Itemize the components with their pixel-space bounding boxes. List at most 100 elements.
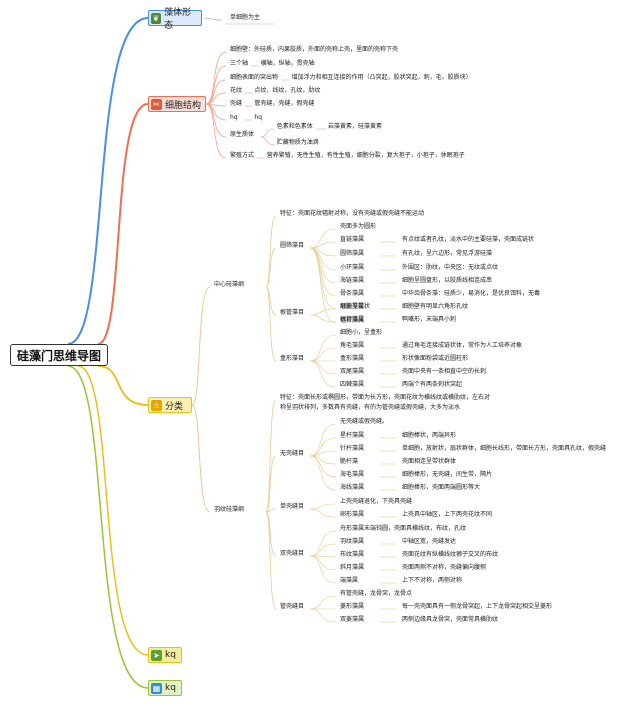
- genus-item[interactable]: 脆杆藻: [340, 458, 359, 465]
- genus-detail[interactable]: 鸭嘴形，末端具小刺: [402, 316, 457, 323]
- order-label[interactable]: 无壳缝目: [280, 450, 305, 457]
- order-label[interactable]: 管壳缝目: [280, 603, 305, 610]
- order-label[interactable]: 单壳缝目: [280, 503, 305, 510]
- genus-detail[interactable]: 外围区：肋纹，中央区：无纹或点纹: [402, 264, 499, 271]
- genus-item[interactable]: 星杆藻属: [340, 432, 365, 439]
- genus-item[interactable]: 冠盖藻属: [340, 303, 365, 310]
- genus-detail[interactable]: 有点纹或者孔纹，淡水中的主要硅藻，壳面成链状: [402, 236, 535, 243]
- genus-item[interactable]: 直链藻属: [340, 236, 365, 243]
- structure-item[interactable]: 原生质体: [230, 131, 255, 138]
- genus-detail[interactable]: 壳面相连呈带状群体: [402, 458, 457, 465]
- shape-text[interactable]: 单细胞为主: [230, 14, 261, 21]
- genus-detail[interactable]: 单细胞，放射状，扇状群体，细胞长线形，带面长方形，壳面具孔纹，假壳缝: [402, 445, 607, 452]
- genus-detail[interactable]: 细胞呈圆盘形，以胶质线相连成串: [402, 277, 493, 284]
- genus-detail[interactable]: 壳面花纹有纵横线纹狮子交叉的布纹: [402, 551, 499, 558]
- genus-item[interactable]: 四棘藻属: [340, 381, 365, 388]
- structure-subitem[interactable]: 色素和色素体: [276, 123, 313, 130]
- genus-detail[interactable]: 上下不对称，两侧对称: [402, 577, 463, 584]
- connector-line: [309, 228, 337, 249]
- genus-item[interactable]: 海链藻属: [340, 277, 365, 284]
- structure-detail[interactable]: hq: [254, 114, 263, 121]
- genus-item[interactable]: 海线藻属: [340, 484, 365, 491]
- genus-detail[interactable]: 形状像面粉袋或近圆柱形: [402, 355, 469, 362]
- central-feature[interactable]: 特征：壳面花纹辐射对称，没有壳缝或假壳缝不能运动: [280, 210, 425, 217]
- genus-item[interactable]: 菱形藻属: [340, 603, 365, 610]
- structure-detail[interactable]: 横轴，纵轴，贯壳轴: [260, 60, 315, 67]
- structure-detail[interactable]: 管壳缝，壳缝，假壳缝: [254, 100, 315, 107]
- genus-item[interactable]: 根管藻属: [340, 316, 365, 323]
- branch-shape[interactable]: ❦藻体形态: [148, 8, 202, 31]
- class-pennate[interactable]: 羽纹硅藻纲: [214, 506, 245, 513]
- structure-item[interactable]: 花纹: [230, 87, 243, 94]
- structure-detail[interactable]: 增加浮力和相互连接的作用（凸突起，胶状突起，刺，毛，胶质块）: [291, 74, 472, 81]
- pennate-feature-line2[interactable]: 称呈羽状排列，多数具有壳缝，有的为管壳缝或假壳缝，大多为淡水: [280, 404, 461, 411]
- genus-item[interactable]: 无壳缝或假壳缝。: [340, 418, 389, 425]
- genus-item[interactable]: 舟形藻属末端钝圆，壳面具横线纹，布纹，孔纹: [340, 525, 467, 532]
- structure-subdetail[interactable]: 岩藻黄素，硅藻黄素: [328, 123, 383, 130]
- root-topic[interactable]: 硅藻门思维导图: [10, 344, 108, 366]
- pennate-feature-line1[interactable]: 特征：壳面长形或椭圆形，带面为长方形，壳面花纹为横线纹或横肋纹，左右对: [280, 394, 491, 401]
- star-icon: ☆: [151, 399, 162, 411]
- connector-line: [205, 103, 227, 138]
- structure-item[interactable]: 繁殖方式: [230, 152, 255, 159]
- genus-detail[interactable]: 有孔纹，呈六边形，常见浮游硅藻: [402, 250, 493, 257]
- structure-item[interactable]: 细胞表面的突出物: [230, 74, 279, 81]
- genus-item[interactable]: 双菱藻属: [340, 616, 365, 623]
- genus-item[interactable]: 卵形藻属: [340, 511, 365, 518]
- genus-item[interactable]: 壳面多为圆形: [340, 223, 377, 230]
- genus-detail[interactable]: 上壳具中轴区，上下两壳花纹不同: [402, 511, 493, 518]
- genus-detail[interactable]: 中轴区宽，壳缝发达: [402, 538, 457, 545]
- genus-item[interactable]: 针杆藻属: [340, 445, 365, 452]
- genus-item[interactable]: 小环藻属: [340, 264, 365, 271]
- genus-detail[interactable]: 细胞棒状，两端异形: [402, 432, 457, 439]
- genus-item[interactable]: 骨条藻属: [340, 290, 365, 297]
- class-central[interactable]: 中心硅藻纲: [214, 281, 245, 288]
- genus-item[interactable]: 细胞呈管状: [340, 303, 371, 310]
- order-label[interactable]: 根管藻目: [280, 309, 305, 316]
- genus-detail[interactable]: 两端个有两条刺状突起: [402, 381, 463, 388]
- order-label[interactable]: 双壳缝目: [280, 550, 305, 557]
- connector-line: [309, 247, 337, 271]
- structure-item[interactable]: 壳缝: [230, 100, 243, 107]
- genus-detail[interactable]: 中华齿骨条藻：硅质少，易消化，是优良饵料，无毒: [402, 290, 541, 297]
- connector-line: [309, 503, 337, 510]
- branch-classification[interactable]: ☆分类: [148, 397, 192, 413]
- genus-detail[interactable]: 壳面中央有一条相直中空的长刺: [402, 368, 487, 375]
- genus-item[interactable]: 端藻属: [340, 577, 359, 584]
- genus-item[interactable]: 羽纹藻属: [340, 538, 365, 545]
- genus-item[interactable]: 圆筛藻属: [340, 250, 365, 257]
- branch-kq1[interactable]: ➤kq: [148, 647, 182, 663]
- order-label[interactable]: 盒形藻目: [280, 355, 305, 362]
- genus-detail[interactable]: 两侧边缘具龙骨突，壳面常具横肋纹: [402, 616, 499, 623]
- branch-kq2[interactable]: ▦kq: [148, 680, 182, 696]
- structure-detail[interactable]: 营养繁殖，无性生殖，有性生殖，细胞分裂，复大孢子，小孢子，休眠孢子: [266, 152, 465, 159]
- genus-item[interactable]: 双尾藻属: [340, 368, 365, 375]
- structure-item[interactable]: 细胞壁：外硅质，内果胶质，外面的壳称上壳，里面的壳称下壳: [230, 46, 399, 53]
- genus-detail[interactable]: 细胞棒形，壳面两端圆形等大: [402, 484, 481, 491]
- structure-item[interactable]: 三个轴: [230, 60, 249, 67]
- genus-detail[interactable]: 每一壳壳面具有一侧龙骨突起，上下龙骨突起相交呈菱形: [402, 603, 553, 610]
- genus-item[interactable]: 盒形藻属: [340, 355, 365, 362]
- branch-connector-structure: [97, 103, 149, 345]
- genus-item[interactable]: 角毛藻属: [340, 342, 365, 349]
- connector-line: [309, 530, 337, 557]
- genus-detail[interactable]: 壳面两侧不对称，壳缝偏向腹侧: [402, 564, 487, 571]
- connector-line: [309, 608, 337, 623]
- genus-item[interactable]: 有管壳缝，龙骨突，龙骨点: [340, 590, 413, 597]
- branch-structure[interactable]: ✂细胞结构: [148, 96, 206, 112]
- genus-item[interactable]: 细胞小，呈盒形: [340, 329, 383, 336]
- genus-detail[interactable]: 细胞壁有明显六角形孔纹: [402, 303, 469, 310]
- connector-line: [265, 215, 277, 288]
- genus-item[interactable]: 斜月藻属: [340, 564, 365, 571]
- genus-item[interactable]: 布纹藻属: [340, 551, 365, 558]
- structure-item[interactable]: hq: [230, 114, 238, 121]
- genus-item[interactable]: 辐杆藻属: [340, 317, 365, 324]
- genus-detail[interactable]: 通过角毛连接成链状体，常作为人工培养对象: [402, 342, 523, 349]
- order-label[interactable]: 圆筛藻目: [280, 242, 305, 249]
- genus-item[interactable]: 海毛藻属: [340, 471, 365, 478]
- structure-subitem[interactable]: 贮藏物质为油滴: [276, 139, 319, 146]
- genus-detail[interactable]: 细胞棒形，无壳缝，间生带，隔片: [402, 471, 493, 478]
- send-icon: ➤: [151, 649, 162, 661]
- structure-detail[interactable]: 点纹，线纹，孔纹，肋纹: [254, 87, 321, 94]
- genus-item[interactable]: 上壳壳缝退化，下壳具壳缝: [340, 498, 413, 505]
